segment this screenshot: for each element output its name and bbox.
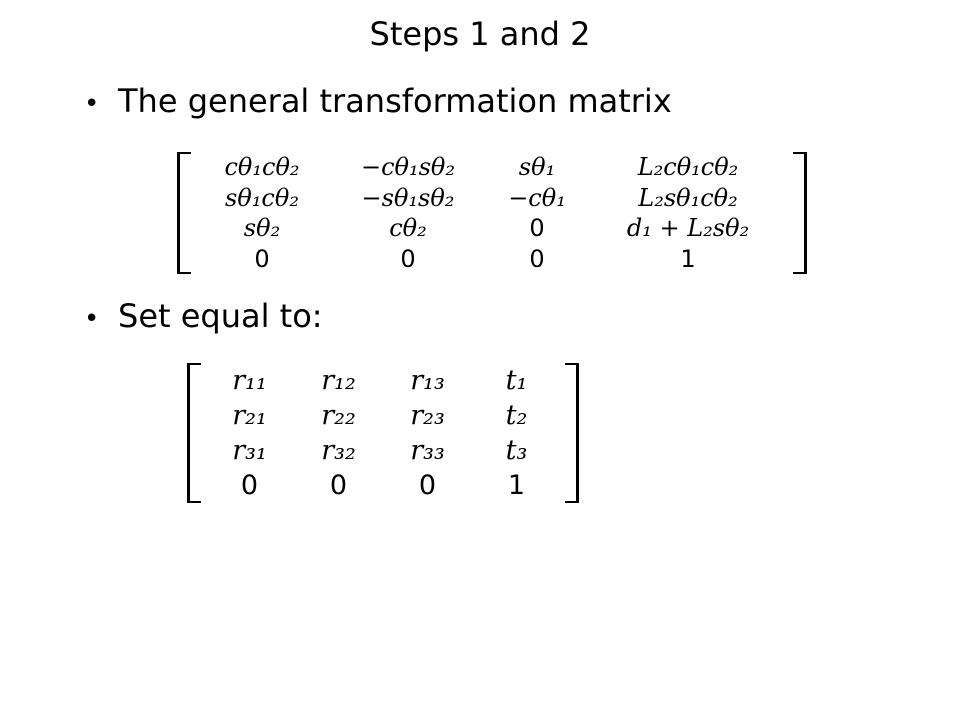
matrix-cell: 0 xyxy=(529,244,545,273)
matrix-cell: r₂₂ xyxy=(321,400,356,431)
matrix-cell: cθ₁cθ₂ xyxy=(224,153,300,182)
right-bracket xyxy=(793,152,807,274)
matrix-cell: −sθ₁sθ₂ xyxy=(361,183,455,212)
matrix-cell: t₂ xyxy=(505,400,528,431)
right-bracket xyxy=(565,363,579,503)
matrix-cell: cθ₂ xyxy=(389,214,427,243)
matrix-cell: 0 xyxy=(400,244,416,273)
matrix-cell: r₁₃ xyxy=(410,365,445,396)
bullet-general-matrix: • The general transformation matrix xyxy=(84,79,672,126)
matrix-cell: 0 xyxy=(240,470,259,501)
matrix-cell: 0 xyxy=(254,244,270,273)
matrix-cells: r₁₁ r₁₂ r₁₃ t₁ r₂₁ r₂₂ r₂₃ t₂ r₃₁ r₃₂ r₃… xyxy=(205,363,561,503)
matrix-cell: r₃₁ xyxy=(232,435,267,466)
matrix-cell: 0 xyxy=(418,470,437,501)
left-bracket xyxy=(187,363,201,503)
matrix-cell: t₃ xyxy=(505,435,528,466)
matrix-cell: 1 xyxy=(507,470,526,501)
matrix-cell: r₂₁ xyxy=(232,400,267,431)
general-transformation-matrix: cθ₁cθ₂ −cθ₁sθ₂ sθ₁ L₂cθ₁cθ₂ sθ₁cθ₂ −sθ₁s… xyxy=(177,152,807,274)
matrix-cell: sθ₁ xyxy=(518,153,556,182)
bullet-dot-icon: • xyxy=(84,304,100,334)
bullet-set-equal: • Set equal to: xyxy=(84,294,323,341)
matrix-cells: cθ₁cθ₂ −cθ₁sθ₂ sθ₁ L₂cθ₁cθ₂ sθ₁cθ₂ −sθ₁s… xyxy=(195,152,789,274)
matrix-cell: −cθ₁ xyxy=(508,183,566,212)
matrix-cell: r₁₁ xyxy=(232,365,267,396)
matrix-cell: −cθ₁sθ₂ xyxy=(360,153,455,182)
matrix-cell: r₁₂ xyxy=(321,365,356,396)
bullet-dot-icon: • xyxy=(84,89,100,119)
bullet-text: Set equal to: xyxy=(118,297,323,335)
matrix-cell: d₁ + L₂sθ₂ xyxy=(626,214,750,243)
bullet-text: The general transformation matrix xyxy=(118,82,672,120)
matrix-cell: t₁ xyxy=(505,365,528,396)
matrix-cell: r₃₃ xyxy=(410,435,445,466)
matrix-cell: 0 xyxy=(329,470,348,501)
slide-title: Steps 1 and 2 xyxy=(369,15,591,53)
matrix-cell: r₃₂ xyxy=(321,435,356,466)
matrix-cell: 1 xyxy=(680,244,696,273)
matrix-cell: sθ₂ xyxy=(243,214,281,243)
matrix-cell: r₂₃ xyxy=(410,400,445,431)
left-bracket xyxy=(177,152,191,274)
matrix-cell: 0 xyxy=(529,214,545,243)
matrix-cell: sθ₁cθ₂ xyxy=(225,183,299,212)
matrix-cell: L₂sθ₁cθ₂ xyxy=(638,183,738,212)
target-matrix: r₁₁ r₁₂ r₁₃ t₁ r₂₁ r₂₂ r₂₃ t₂ r₃₁ r₃₂ r₃… xyxy=(187,363,579,503)
matrix-cell: L₂cθ₁cθ₂ xyxy=(637,153,739,182)
